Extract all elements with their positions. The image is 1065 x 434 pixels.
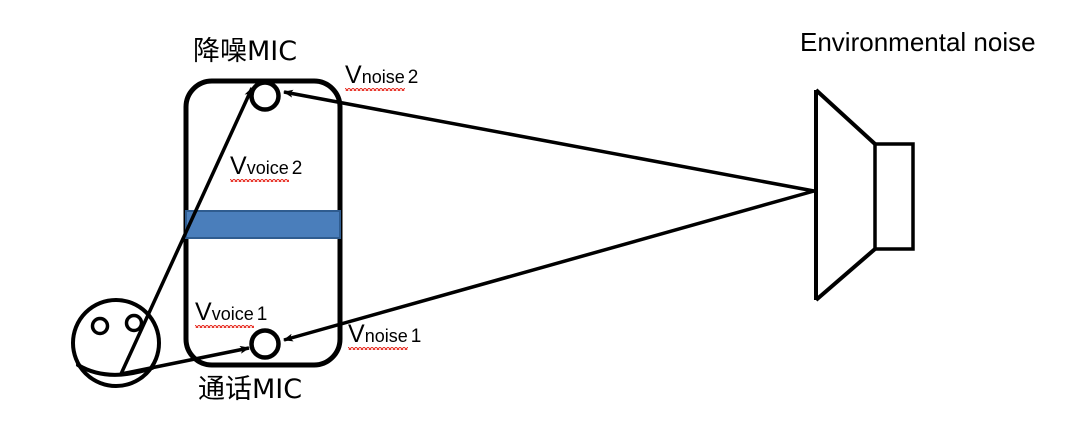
speaker-magnet (873, 142, 915, 251)
right-eye-icon (124, 313, 144, 333)
v-noise-2-index: 2 (407, 67, 419, 88)
v-noise-1-index: 1 (410, 326, 422, 347)
talker-head (71, 298, 161, 388)
v-noise-2-symbol: V (345, 61, 362, 89)
speaker-cone-top (814, 88, 877, 146)
v-voice-2-symbol: V (230, 152, 247, 180)
v-voice-2-symbol-group: Vvoice (230, 152, 289, 182)
v-voice-1-symbol-group: Vvoice (195, 298, 254, 328)
left-eye-icon (90, 316, 110, 336)
v-noise-1-symbol: V (348, 320, 365, 348)
phone-screen-bar (185, 210, 341, 239)
voice-paths (119, 87, 254, 376)
noise-reduction-mic-label: 降噪MIC (193, 36, 298, 67)
v-voice-1-symbol: V (195, 298, 212, 326)
noise-paths (283, 89, 815, 342)
call-mic-icon (249, 328, 281, 360)
speaker-cone-bottom (814, 247, 877, 302)
v-noise-1-symbol-group: Vnoise (348, 320, 408, 350)
v-voice-2-subscript: voice (246, 158, 289, 178)
v-voice-1-arrow (120, 345, 250, 376)
v-voice-2-index: 2 (291, 158, 303, 179)
v-voice-2-arrow (119, 87, 254, 375)
v-voice-1-index: 1 (256, 304, 268, 325)
loudspeaker-icon (814, 88, 915, 302)
call-mic-label: 通话MIC (198, 374, 303, 405)
v-noise-2-symbol-group: Vnoise (345, 61, 405, 91)
v-noise-2-arrow (283, 89, 815, 193)
noise-reduction-mic-icon (249, 80, 281, 112)
v-noise-1-arrow (283, 189, 815, 342)
v-noise-2-subscript: noise (361, 67, 405, 87)
environmental-noise-title: Environmental noise (800, 27, 1036, 57)
v-noise-1-subscript: noise (364, 326, 408, 346)
v-voice-1-subscript: voice (211, 304, 254, 324)
